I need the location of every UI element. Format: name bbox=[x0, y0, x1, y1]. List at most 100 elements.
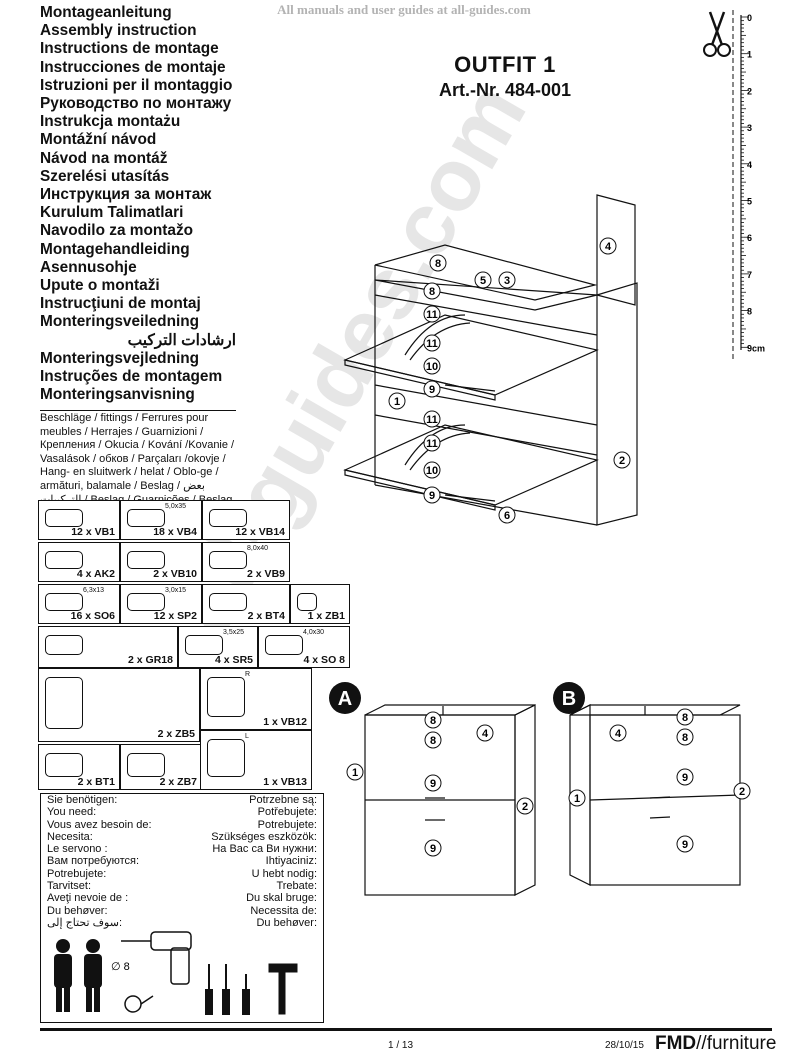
part-dimension: 4,0x30 bbox=[303, 629, 325, 636]
part-dimension: L bbox=[245, 733, 249, 740]
part-callout-circle bbox=[424, 839, 442, 857]
language-title: Instrucciones de montaje bbox=[40, 58, 226, 76]
part-callout-circle bbox=[423, 357, 441, 375]
part-callout-circle bbox=[424, 774, 442, 792]
part-box: 1 x ZB1 bbox=[290, 584, 350, 624]
brand-bold: FMD bbox=[655, 1033, 697, 1054]
language-title: Monteringsanvisning bbox=[40, 386, 195, 404]
language-title: Instrukcja montażu bbox=[40, 113, 181, 131]
part-callout-number: 11 bbox=[426, 438, 438, 450]
language-title: Szerelési utasítás bbox=[40, 167, 170, 185]
language-title: Návod na montáž bbox=[40, 149, 168, 167]
part-callout-circle bbox=[676, 835, 694, 853]
part-callout-circle bbox=[676, 768, 694, 786]
part-label: 12 x VB1 bbox=[71, 526, 115, 538]
fitting-icon bbox=[45, 753, 83, 777]
part-callout-circle bbox=[423, 380, 441, 398]
drill-icon bbox=[121, 931, 192, 985]
part-dimension: 3,5x25 bbox=[223, 629, 245, 636]
tools-needed-right: Du behøver: bbox=[256, 916, 317, 929]
tools-needed-row: Tarvitset:Trebate: bbox=[41, 880, 323, 892]
part-callout-circle bbox=[476, 724, 494, 742]
part-callout-circle bbox=[423, 486, 441, 504]
tools-needed-row: Du behøver:Necessita de: bbox=[41, 905, 323, 917]
language-title: Инструкция за монтаж bbox=[40, 186, 212, 204]
language-title: Kurulum Talimatlari bbox=[40, 204, 184, 222]
fitting-icon bbox=[185, 635, 223, 655]
part-box: 2 x ZB7 bbox=[120, 744, 202, 790]
part-label: 16 x SO6 bbox=[70, 610, 115, 622]
part-callout-circle bbox=[676, 708, 694, 726]
tools-needed-right: Potrzebne są: bbox=[249, 794, 317, 806]
language-title: Instructions de montage bbox=[40, 40, 219, 58]
part-box: 2 x BT1 bbox=[38, 744, 120, 790]
part-callout-circle bbox=[423, 334, 441, 352]
part-callout-circle bbox=[423, 410, 441, 428]
part-callout-number: 4 bbox=[615, 728, 622, 740]
part-label: 2 x ZB7 bbox=[159, 776, 197, 788]
tools-needed-right: Szükséges eszközök: bbox=[211, 830, 317, 843]
tools-needed-row: Necesita:Szükséges eszközök: bbox=[41, 831, 323, 843]
scissors-icon bbox=[703, 11, 731, 57]
fitting-icon bbox=[207, 677, 245, 717]
ruler-label: 6 bbox=[747, 233, 752, 243]
fitting-icon bbox=[209, 509, 247, 527]
tools-needed-right: На Вас са Ви нужни: bbox=[212, 843, 317, 856]
part-callout-number: 10 bbox=[426, 361, 438, 373]
part-dimension: 3,0x15 bbox=[165, 587, 187, 594]
tools-illustration: ∅ 8 bbox=[54, 931, 298, 1015]
part-callout-number: 9 bbox=[429, 490, 435, 502]
part-callout-number: 5 bbox=[480, 275, 486, 287]
part-callout-number: 8 bbox=[430, 715, 436, 727]
banner-text: All manuals and user guides at all-guide… bbox=[277, 2, 531, 17]
part-label: 1 x VB12 bbox=[263, 716, 307, 728]
part-box: 12 x VB14 bbox=[202, 500, 290, 540]
tools-needed-row: You need: Potřebujete: bbox=[41, 806, 323, 818]
print-date: 28/10/15 bbox=[605, 1040, 644, 1051]
fitting-icon bbox=[45, 551, 83, 569]
fitting-icon bbox=[45, 677, 83, 729]
part-callout-circle bbox=[346, 763, 364, 781]
part-callout-number: 9 bbox=[429, 384, 435, 396]
language-title: Montážní návod bbox=[40, 131, 157, 149]
fitting-icon bbox=[45, 509, 83, 527]
part-callout-circle bbox=[733, 782, 751, 800]
part-label: 2 x BT1 bbox=[77, 776, 115, 788]
tools-needed-row: Vous avez besoin de:Potrebujete: bbox=[41, 819, 323, 831]
tools-needed-right: Potrebujete: bbox=[257, 818, 317, 831]
language-title: Monteringsveiledning bbox=[40, 313, 200, 331]
part-box: 2 x VB10 bbox=[120, 542, 202, 582]
language-title: Upute o montaži bbox=[40, 277, 160, 295]
part-callout-number: 3 bbox=[504, 275, 510, 287]
language-title: Navodilo za montažo bbox=[40, 222, 194, 240]
tools-needed-right: Potřebujete: bbox=[257, 806, 317, 819]
part-callout-number: 8 bbox=[435, 258, 441, 270]
part-callout-number: 9 bbox=[682, 772, 688, 784]
part-callout-number: 1 bbox=[574, 793, 580, 805]
ruler-label: 7 bbox=[747, 270, 752, 280]
tools-needed-box: Sie benötigen:Potrzebne są:You need:Potř… bbox=[40, 793, 324, 1023]
brand-rest: //furniture bbox=[696, 1033, 777, 1054]
ruler-label: 5 bbox=[747, 197, 752, 207]
tools-needed-left: You need: bbox=[47, 806, 97, 819]
tools-needed-left: Вам потребуются: bbox=[47, 855, 140, 868]
part-label: 2 x GR18 bbox=[128, 654, 173, 666]
part-callout-circle bbox=[498, 506, 516, 524]
fitting-icon bbox=[45, 593, 83, 611]
language-title: Instruções de montagem bbox=[40, 368, 223, 386]
part-callout-circle bbox=[429, 254, 447, 272]
part-callout-circle bbox=[423, 282, 441, 300]
part-label: 4 x AK2 bbox=[76, 568, 115, 580]
language-title: Assembly instruction bbox=[40, 22, 197, 40]
part-callout-number: 11 bbox=[426, 414, 438, 426]
part-label: 2 x ZB5 bbox=[157, 728, 195, 740]
